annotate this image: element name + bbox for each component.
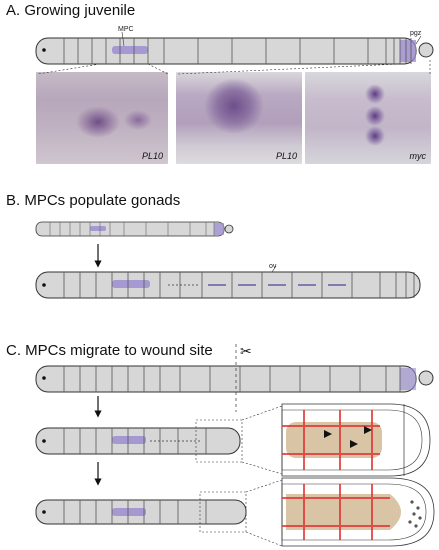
photo-caption: PL10 bbox=[275, 151, 297, 161]
photo-caption: PL10 bbox=[141, 151, 163, 161]
zoom-wound-early bbox=[281, 403, 431, 477]
worm-c-2 bbox=[35, 405, 283, 475]
worm-c-1 bbox=[35, 365, 434, 393]
mpc-label: MPC bbox=[118, 26, 134, 33]
ov-label: ov bbox=[269, 263, 277, 270]
adult-worm-b bbox=[35, 265, 421, 299]
scissors-icon: ✂ bbox=[240, 344, 252, 360]
juvenile-worm-a bbox=[35, 31, 434, 75]
photo-pl10-pgz: PL10 bbox=[176, 72, 302, 164]
panel-a-title: A. Growing juvenile bbox=[6, 2, 136, 19]
small-worm-b bbox=[35, 221, 234, 237]
panel-b-title: B. MPCs populate gonads bbox=[6, 192, 181, 209]
panel-c-title: C. MPCs migrate to wound site bbox=[6, 342, 213, 359]
photo-pl10-mpc: PL10 bbox=[36, 72, 168, 164]
zoom-wound-late bbox=[281, 477, 435, 547]
photo-caption: myc bbox=[409, 151, 427, 161]
photo-myc-pgz: myc bbox=[305, 72, 431, 164]
worm-c-3 bbox=[35, 479, 283, 547]
pgz-label: pgz bbox=[410, 30, 422, 37]
